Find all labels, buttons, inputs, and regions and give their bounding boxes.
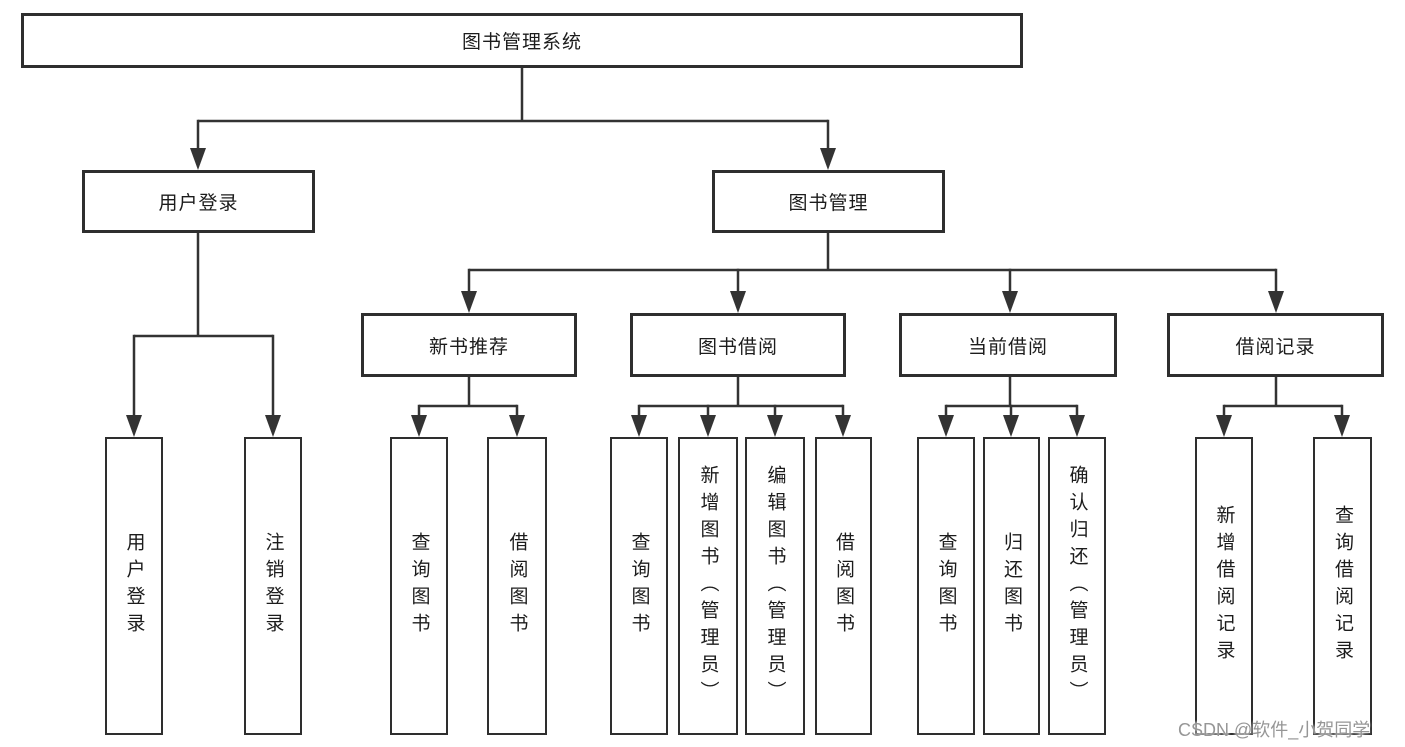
arrow-leaf-9 [1003, 415, 1019, 437]
leaf-query-borrow-record: 查询借阅记录 [1313, 437, 1372, 735]
node-book-mgmt-label: 图书管理 [788, 193, 869, 214]
leaf-label: 编辑图书（管理员） [764, 464, 786, 708]
arrow-leaf-1 [265, 415, 281, 437]
leaf-confirm-return-admin: 确认归还（管理员） [1048, 437, 1106, 735]
node-user-login: 用户登录 [82, 170, 315, 233]
node-borrow-records-label: 借阅记录 [1235, 336, 1316, 358]
leaf-borrow-books-1: 借阅图书 [487, 437, 547, 735]
arrow-borrow-records [1268, 291, 1284, 313]
arrow-user-login [190, 148, 206, 170]
arrow-leaf-5 [700, 415, 716, 437]
node-borrow-records: 借阅记录 [1167, 313, 1384, 377]
leaf-user-login: 用户登录 [105, 437, 163, 735]
node-new-book-rec-label: 新书推荐 [428, 336, 509, 358]
leaf-add-books-admin: 新增图书（管理员） [678, 437, 738, 735]
node-book-borrow-label: 图书借阅 [697, 336, 778, 358]
leaf-return-books: 归还图书 [983, 437, 1040, 735]
arrow-leaf-2 [411, 415, 427, 437]
node-book-borrow: 图书借阅 [630, 313, 846, 377]
arrow-leaf-3 [509, 415, 525, 437]
leaf-label: 确认归还（管理员） [1066, 464, 1088, 708]
csdn-watermark: CSDN @软件_小贺同学 [1178, 720, 1371, 740]
node-current-borrow: 当前借阅 [899, 313, 1117, 377]
leaf-logout: 注销登录 [244, 437, 302, 735]
arrow-book-mgmt [820, 148, 836, 170]
leaf-label: 新增借阅记录 [1213, 505, 1235, 667]
leaf-edit-books-admin: 编辑图书（管理员） [745, 437, 805, 735]
leaf-label: 归还图书 [1001, 532, 1022, 640]
arrow-current-borrow [1002, 291, 1018, 313]
arrow-book-borrow [730, 291, 746, 313]
leaf-label: 查询借阅记录 [1332, 505, 1353, 667]
arrow-leaf-7 [835, 415, 851, 437]
leaf-query-books-1: 查询图书 [390, 437, 448, 735]
node-root-label: 图书管理系统 [461, 32, 582, 53]
node-new-book-rec: 新书推荐 [361, 313, 577, 377]
leaf-label: 注销登录 [262, 532, 284, 640]
leaf-label: 借阅图书 [833, 532, 854, 640]
arrow-new-book-rec [461, 291, 477, 313]
leaf-query-books-2: 查询图书 [610, 437, 668, 735]
leaf-add-borrow-record: 新增借阅记录 [1195, 437, 1253, 735]
leaf-label: 用户登录 [123, 532, 145, 640]
leaf-label: 查询图书 [408, 532, 430, 640]
arrow-leaf-8 [938, 415, 954, 437]
node-root: 图书管理系统 [21, 13, 1023, 68]
leaf-label: 查询图书 [628, 532, 650, 640]
arrow-leaf-4 [631, 415, 647, 437]
arrow-leaf-12 [1334, 415, 1350, 437]
arrowheads [126, 148, 1350, 437]
arrow-leaf-10 [1069, 415, 1085, 437]
arrow-leaf-6 [767, 415, 783, 437]
arrow-leaf-11 [1216, 415, 1232, 437]
node-book-mgmt: 图书管理 [712, 170, 945, 233]
arrow-leaf-0 [126, 415, 142, 437]
node-user-login-label: 用户登录 [158, 193, 239, 214]
node-current-borrow-label: 当前借阅 [967, 336, 1048, 358]
leaf-label: 新增图书（管理员） [697, 464, 719, 708]
leaf-label: 查询图书 [935, 532, 957, 640]
leaf-borrow-books-2: 借阅图书 [815, 437, 872, 735]
leaf-query-books-3: 查询图书 [917, 437, 975, 735]
leaf-label: 借阅图书 [506, 532, 528, 640]
